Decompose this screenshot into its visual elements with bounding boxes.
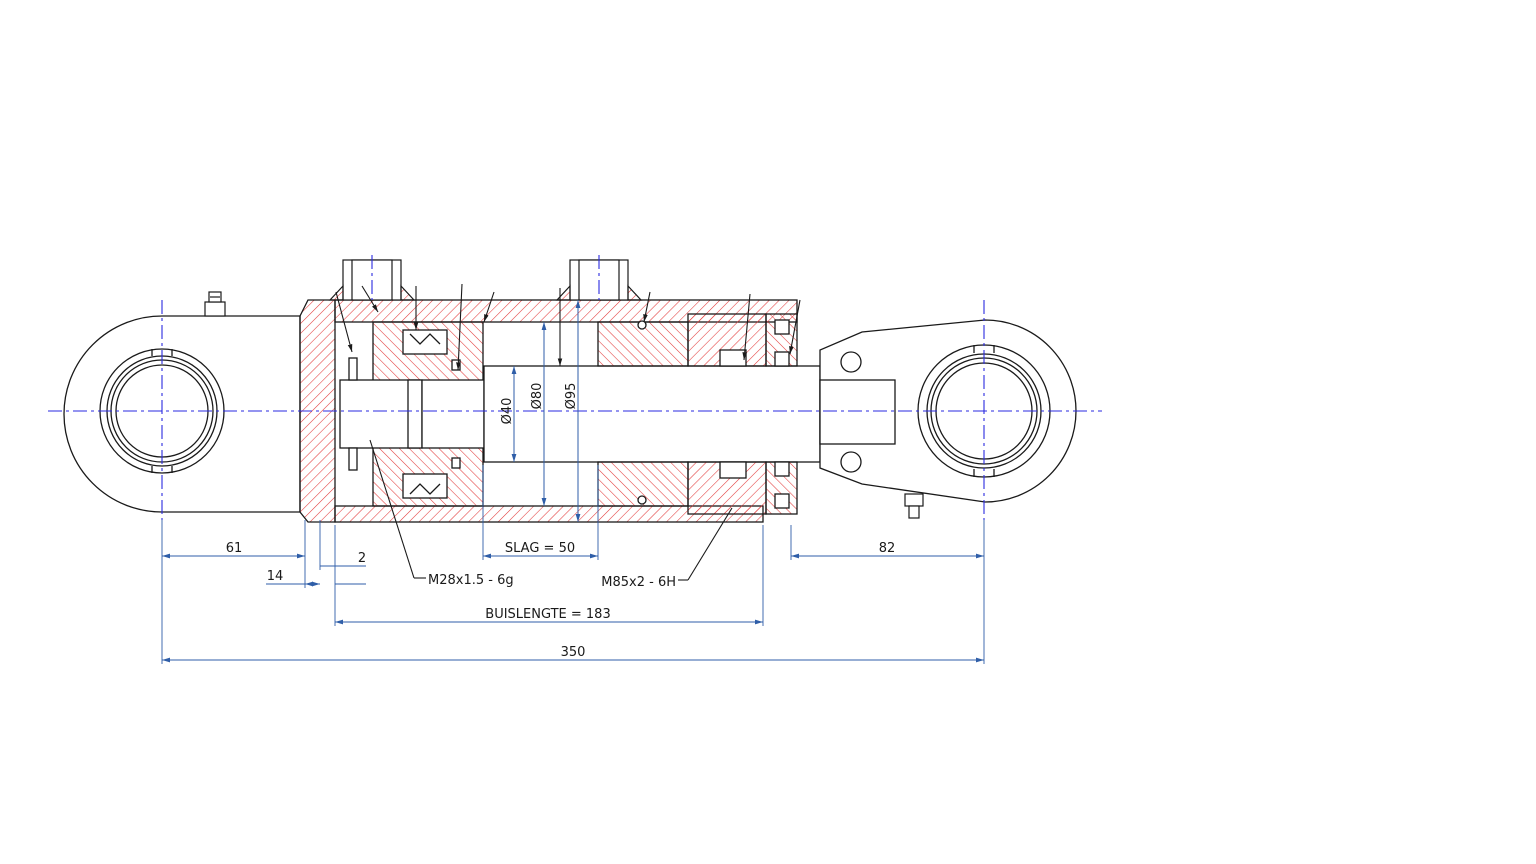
gland (597, 313, 798, 515)
dim-chamfer: 2 (358, 551, 366, 566)
dim-left-eye-offset: 61 (226, 541, 243, 556)
dim-tube-length: BUISLENGTE = 183 (485, 607, 610, 622)
dim-stroke: SLAG = 50 (505, 541, 575, 556)
extension-lines (161, 465, 985, 664)
dim-cap-thickness: 14 (267, 569, 284, 584)
thread-piston: M28x1.5 - 6g (428, 573, 514, 588)
dia-rod: Ø40 (500, 398, 515, 425)
piston-rod (421, 365, 821, 463)
dim-right-eye-offset: 82 (879, 541, 896, 556)
left-grease-nipple (204, 291, 226, 317)
piston-nut (339, 357, 423, 471)
right-grease-nipple (904, 493, 924, 519)
thread-gland: M85x2 - 6H (601, 575, 676, 590)
dimension-lines (162, 300, 984, 663)
cylinder-tube (334, 299, 798, 523)
dim-overall-length: 350 (561, 645, 586, 660)
part-leaders (335, 283, 801, 581)
centerlines (48, 255, 1102, 520)
dia-bore: Ø80 (530, 383, 545, 410)
left-rod-eye (63, 315, 301, 513)
dia-tube-outer: Ø95 (564, 383, 579, 410)
